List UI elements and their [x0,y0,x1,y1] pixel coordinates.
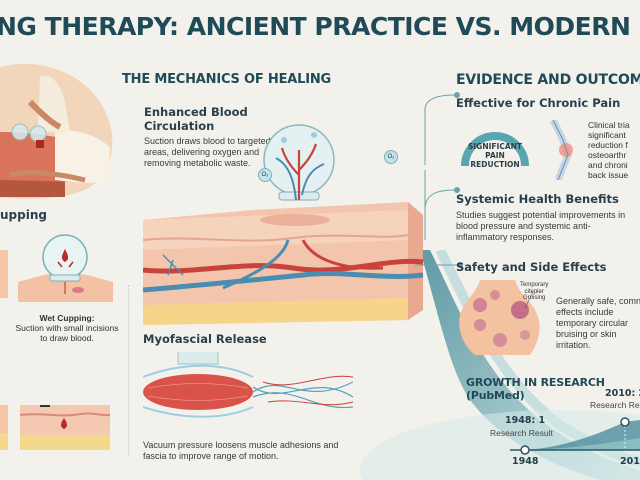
chronic-pain-description: Clinical tria significant reduction f os… [588,120,640,180]
mechanics-heading: THE MECHANICS OF HEALING [122,72,331,87]
blood-circulation-title: Enhanced Blood Circulation [144,105,248,133]
desc-line: reduction f [588,140,628,150]
callout-line: citepler [524,288,544,295]
desc-line: temporary circular [556,318,629,328]
wet-cupping-label: Wet Cupping: [39,313,95,323]
growth-area-chart [510,417,640,455]
ancient-cupping-illustration [0,63,113,199]
point-1948-desc: Research Result [490,428,553,438]
axis-label-2010: 2010 [620,456,640,467]
teal-swoosh-decoration [360,250,640,480]
gauge-label-line2: PAIN [485,151,505,160]
back-bruising-illustration [459,280,540,355]
growth-chart-title: GROWTH IN RESEARCH (PubMed) [466,376,605,402]
connector-lines [415,92,463,268]
column-divider [128,285,129,455]
skin-cross-section-diagram [143,202,424,325]
wet-cupping-description: Suction with small incisions to draw blo… [15,323,119,343]
page-title: NG THERAPY: ANCIENT PRACTICE VS. MODERN … [0,12,640,41]
systemic-benefits-title: Systemic Health Benefits [456,192,619,206]
desc-line: and chroni [588,160,628,170]
wet-cupping-caption: Wet Cupping: Suction with small incision… [12,313,122,343]
blood-circulation-title-line1: Enhanced Blood [144,105,248,119]
skin-incision-diagram [0,405,111,450]
dry-cupping-heading: upping [0,208,47,222]
safety-description: Generally safe, comn effects include tem… [556,296,640,351]
callout-line: Gruising [523,295,546,301]
growth-title-line1: GROWTH IN RESEARCH [466,376,605,389]
oxygen-bubble-right: O₂ [384,150,398,164]
suction-cup-icon [263,124,335,201]
desc-line: Clinical tria [588,120,630,130]
gauge-label: SIGNIFICANT PAIN REDUCTION [460,142,530,169]
myofascial-description: Vacuum pressure loosens muscle adhesions… [143,440,339,461]
safety-title: Safety and Side Effects [456,260,607,274]
gauge-label-line3: REDUCTION [470,160,520,169]
desc-line: bruising or skin [556,329,617,339]
desc-line: significant [588,130,626,140]
desc-line: Generally safe, comn [556,296,640,306]
evidence-heading: EVIDENCE AND OUTCOM [456,72,640,88]
pain-reduction-gauge [461,132,529,167]
desc-line: effects include [556,307,614,317]
growth-title-line2: (PubMed) [466,389,525,402]
chronic-pain-title: Effective for Chronic Pain [456,96,621,110]
systemic-benefits-description: Studies suggest potential improvements i… [456,210,626,242]
desc-line: irritation. [556,340,591,350]
dry-cupping-skin-fragment [0,250,8,298]
wet-cupping-diagram [18,234,113,302]
point-2010-value: 2010: 21 [605,388,640,399]
blood-circulation-description: Suction draws blood to targeted areas, d… [144,136,271,168]
blood-circulation-title-line2: Circulation [144,119,215,133]
point-2010-desc: Research Res [590,400,640,410]
callout-line: Temporary [520,282,549,288]
myofascial-title: Myofascial Release [143,332,267,346]
muscle-fascia-diagram [143,352,353,418]
point-1948-value: 1948: 1 [505,415,546,426]
gauge-label-line1: SIGNIFICANT [467,142,523,151]
knee-joint-icon [549,120,573,180]
bruising-callout: Temporary citepler Gruising [520,282,548,302]
desc-line: back issue [588,170,629,180]
axis-label-1948: 1948 [512,456,539,467]
oxygen-bubble-left: O₂ [258,168,272,182]
desc-line: osteoarthr [588,150,627,160]
